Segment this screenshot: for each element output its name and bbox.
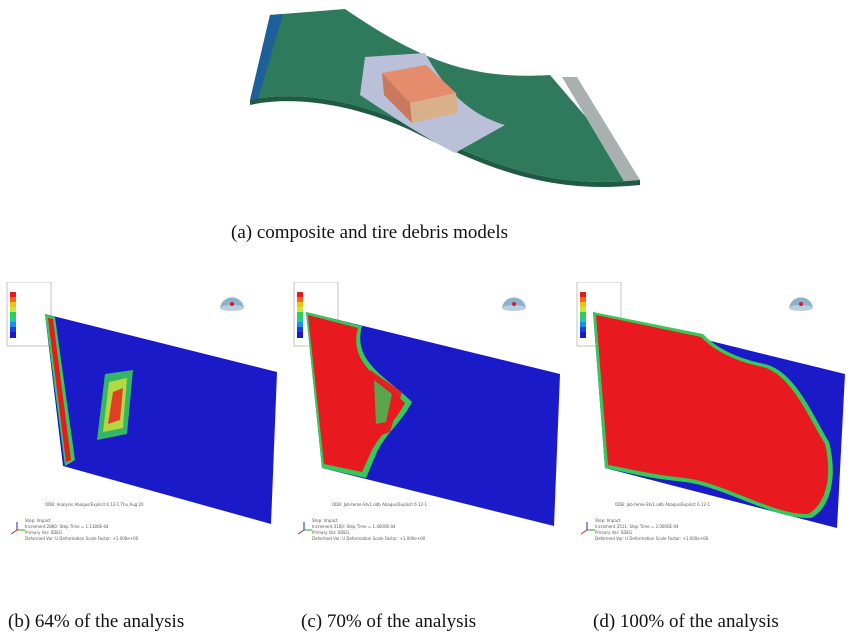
svg-text:ODB: Analysis Abaqus/Explic: ODB: Analysis Abaqus/Explicit 6.12-1 Thu… [45, 502, 144, 507]
caption-a: (a) composite and tire debris models [231, 222, 509, 243]
svg-text:Step: Impact: Step: Impact [595, 518, 621, 523]
svg-text:Primary Var: SDEG: Primary Var: SDEG [312, 530, 349, 535]
legend-colorbar [10, 292, 16, 338]
legend-colorbar [297, 292, 303, 338]
figure-d-damage-contour: ODB: Job-teme-Stv1.odb Abaqus/Explicit 6… [575, 282, 849, 582]
composite-plate [45, 314, 277, 524]
debris-block-side [410, 93, 458, 123]
axis-triad-icon [580, 522, 595, 535]
figure-c-damage-contour: ODB: Job-teme-Stv1.odb Abaqus/Explicit 6… [292, 282, 570, 582]
axis-triad-icon [10, 522, 25, 535]
svg-text:ODB: Job-teme-Stv1.odb Abaq: ODB: Job-teme-Stv1.odb Abaqus/Explicit 6… [332, 502, 428, 507]
caption-b: (b) 64% of the analysis [8, 611, 185, 632]
view-orientation-globe-icon [789, 297, 813, 311]
panel-right-edge [562, 77, 640, 183]
figure-b-damage-contour: ODB: Analysis Abaqus/Explicit 6.12-1 Thu… [5, 282, 288, 582]
svg-text:ODB: Job-teme-Stv1.odb Abaq: ODB: Job-teme-Stv1.odb Abaqus/Explicit 6… [615, 502, 711, 507]
debris-block-front [382, 73, 412, 123]
panel-left-edge [250, 14, 283, 100]
view-orientation-globe-icon [220, 297, 244, 311]
svg-text:Deformed Var: U Deformation S: Deformed Var: U Deformation Scale Factor… [312, 536, 426, 541]
svg-text:Deformed Var: U Deformation S: Deformed Var: U Deformation Scale Factor… [595, 536, 709, 541]
legend-colorbar [580, 292, 586, 338]
svg-text:Increment 3511: Step Time = 2: Increment 3511: Step Time = 2.0000E-04 [595, 524, 679, 529]
view-orientation-globe-icon [502, 297, 526, 311]
caption-c: (c) 70% of the analysis [301, 611, 477, 632]
svg-text:Step: Impact: Step: Impact [312, 518, 338, 523]
axis-triad-icon [297, 522, 312, 535]
svg-text:Deformed Var: U Deformation S: Deformed Var: U Deformation Scale Factor… [25, 536, 139, 541]
debris-block-top [382, 65, 456, 103]
damage-region [596, 315, 829, 515]
svg-text:Step: Impact: Step: Impact [25, 518, 51, 523]
caption-d: (d) 100% of the analysis [593, 611, 779, 632]
svg-text:Primary Var: SDEG: Primary Var: SDEG [595, 530, 632, 535]
svg-text:Increment 2860: Step Time = 1: Increment 2860: Step Time = 1.1180E-04 [25, 524, 109, 529]
svg-text:Primary Var: SDEG: Primary Var: SDEG [25, 530, 62, 535]
svg-text:Increment 3100: Step Time = 1: Increment 3100: Step Time = 1.4000E-04 [312, 524, 396, 529]
figure-a-model [220, 5, 650, 205]
